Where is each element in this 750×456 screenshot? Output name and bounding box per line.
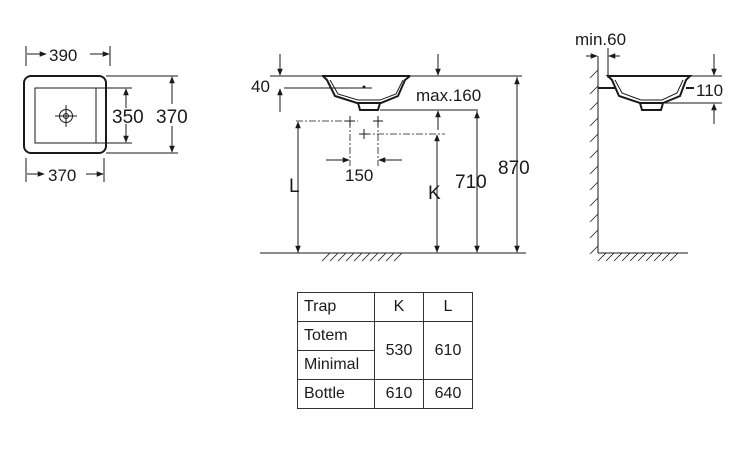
drain-offset-label: 150 bbox=[345, 166, 373, 185]
drain-icon bbox=[55, 105, 77, 127]
trap-center-markers bbox=[345, 116, 383, 139]
top-outer-depth-label: 370 bbox=[156, 107, 188, 128]
top-view: 390 350 370 370 bbox=[23, 46, 188, 185]
rim-top-height-label: 870 bbox=[498, 158, 530, 179]
bottle-l-value: 640 bbox=[423, 379, 473, 409]
max-countertop-label: max.160 bbox=[416, 86, 481, 105]
basin-top-inner bbox=[34, 87, 97, 144]
merged-k-value: 530 bbox=[374, 321, 424, 380]
trap-dimensions-table: Trap K L Totem 530 610 Minimal Bottle 61… bbox=[297, 292, 473, 409]
basin-height-label: 110 bbox=[696, 81, 723, 100]
bottle-k-value: 610 bbox=[374, 379, 424, 409]
rim-height-label: 40 bbox=[251, 77, 270, 96]
table-row: Bottle 610 640 bbox=[297, 379, 473, 409]
row-name-totem: Totem bbox=[297, 321, 375, 351]
basin-front-section bbox=[322, 75, 411, 104]
header-trap: Trap bbox=[297, 292, 375, 322]
table-row: Totem 530 610 bbox=[297, 321, 473, 380]
header-l: L bbox=[423, 292, 473, 322]
row-name-bottle: Bottle bbox=[297, 379, 375, 409]
top-inner-width-label: 370 bbox=[48, 166, 76, 185]
wall-hatch bbox=[589, 69, 599, 255]
table-row: Minimal bbox=[297, 350, 473, 380]
wall-distance-label: min.60 bbox=[575, 30, 626, 49]
side-floor-hatch bbox=[597, 252, 679, 262]
floor-hatch bbox=[321, 252, 403, 262]
basin-bottom-height-label: 710 bbox=[455, 172, 487, 193]
trap-height-l-label: L bbox=[289, 176, 300, 197]
merged-l-value: 610 bbox=[423, 321, 473, 380]
top-outer-width-label: 390 bbox=[49, 46, 77, 65]
trap-height-k-label: K bbox=[428, 183, 441, 204]
table-header-row: Trap K L bbox=[297, 292, 473, 322]
basin-top-outline bbox=[23, 75, 107, 154]
row-name-minimal: Minimal bbox=[297, 350, 375, 380]
header-k: K bbox=[374, 292, 424, 322]
side-view: min.60 110 bbox=[575, 30, 723, 262]
front-view: 40 max.160 150 L K bbox=[251, 54, 530, 262]
top-inner-depth-label: 350 bbox=[112, 107, 144, 128]
